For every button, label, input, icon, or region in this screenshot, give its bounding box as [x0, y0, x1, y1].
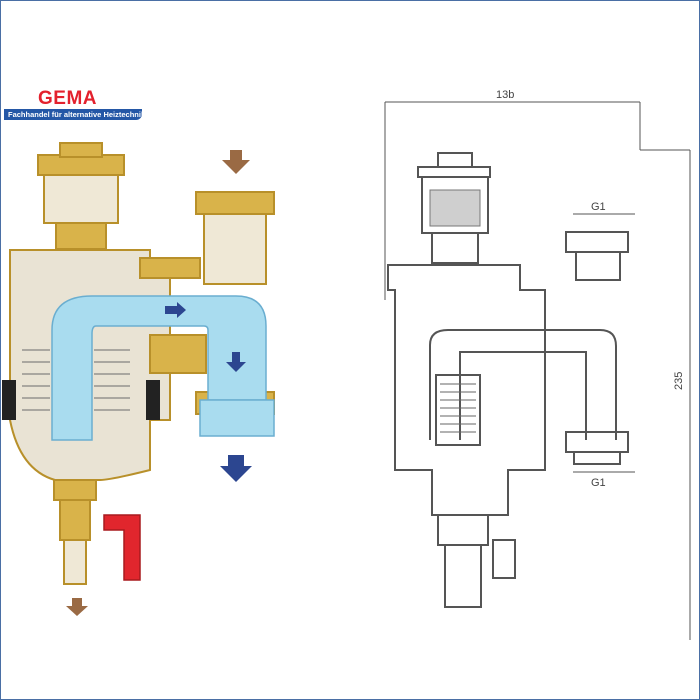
- filter-element: [22, 349, 130, 411]
- dim-width-label: 13b: [496, 89, 514, 101]
- dim-height-label: 235: [673, 372, 685, 390]
- logo-tagline-bar: [4, 109, 142, 120]
- outflow-arrow-icon: [220, 455, 252, 482]
- seal-right: [146, 380, 160, 420]
- logo-brand-text: GEMA: [38, 88, 97, 109]
- seal-left: [2, 380, 16, 420]
- separator-body: [9, 142, 275, 585]
- dim-bottom-thread-label: G1: [591, 477, 606, 489]
- inflow-arrow-icon: [222, 150, 250, 174]
- filter-mesh: [429, 189, 481, 433]
- flow-down-arrow-icon: [226, 352, 246, 372]
- logo-tagline: Fachhandel für alternative Heiztechnik: [8, 110, 146, 119]
- drain-valve-handle-icon: [103, 514, 141, 581]
- drawing-outline: [384, 101, 691, 640]
- dim-top-thread-label: G1: [591, 201, 606, 213]
- drain-arrow-icon: [66, 598, 88, 616]
- flow-arrow-icon: [165, 302, 186, 318]
- water-flow-path: [51, 295, 275, 441]
- gema-logo: GEMA Fachhandel für alternative Heiztech…: [4, 88, 146, 124]
